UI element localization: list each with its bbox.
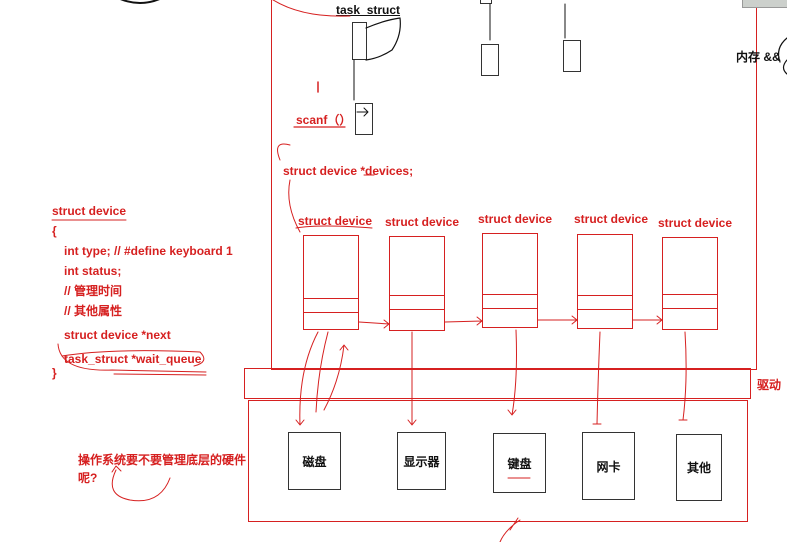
code-line-1: { (52, 224, 57, 238)
memory-note: 内存 && (736, 50, 781, 64)
task-struct-block (352, 22, 367, 60)
photo-thumbnail (742, 0, 787, 8)
circle-fragment (120, 0, 160, 4)
question-note: 操作系统要不要管理底层的硬件 呢? (78, 453, 246, 485)
device-node-2 (482, 233, 538, 328)
code-line-3: int status; (64, 264, 122, 278)
scanf-label: scanf（） (296, 113, 352, 127)
hardware-frame (248, 400, 748, 522)
device-label-4: struct device (658, 216, 733, 230)
hardware-nic: 网卡 (582, 432, 635, 500)
scanf-block (355, 103, 373, 135)
question-line-1: 操作系统要不要管理底层的硬件 (78, 453, 247, 467)
code-line-4: // 管理时间 (64, 284, 123, 298)
task-block-top (480, 0, 492, 4)
code-line-0: struct device (52, 204, 127, 218)
devices-decl: struct device *devices; (283, 164, 414, 178)
driver-label: 驱动 (757, 378, 782, 392)
task-block-3 (563, 40, 581, 72)
link-curve (365, 17, 401, 61)
device-node-4 (662, 237, 718, 330)
code-line-2: int type; // #define keyboard 1 (64, 244, 233, 258)
task-struct-label: task_struct (336, 3, 401, 17)
driver-layer (244, 368, 751, 399)
kernel-frame (271, 0, 757, 370)
hardware-monitor: 显示器 (397, 432, 446, 490)
code-line-5: // 其他属性 (64, 304, 123, 318)
hardware-keyboard: 键盘 (493, 433, 546, 493)
pointer-curve (272, 0, 351, 17)
hardware-other: 其他 (676, 434, 722, 501)
device-label-0: struct device (298, 214, 373, 228)
code-line-6: struct device *next (64, 328, 171, 342)
task-block-2 (481, 44, 499, 76)
code-line-8: } (52, 366, 57, 380)
hardware-disk: 磁盘 (288, 432, 341, 490)
device-node-1 (389, 236, 445, 331)
device-label-3: struct device (574, 212, 649, 226)
device-label-2: struct device (478, 212, 553, 226)
device-node-0 (303, 235, 359, 330)
device-node-3 (577, 234, 633, 329)
code-line-7: task_struct *wait_queue (64, 352, 202, 366)
device-label-1: struct device (385, 215, 460, 229)
question-line-2: 呢? (78, 471, 98, 485)
struct-device-code: struct device { int type; // #define key… (52, 204, 252, 384)
